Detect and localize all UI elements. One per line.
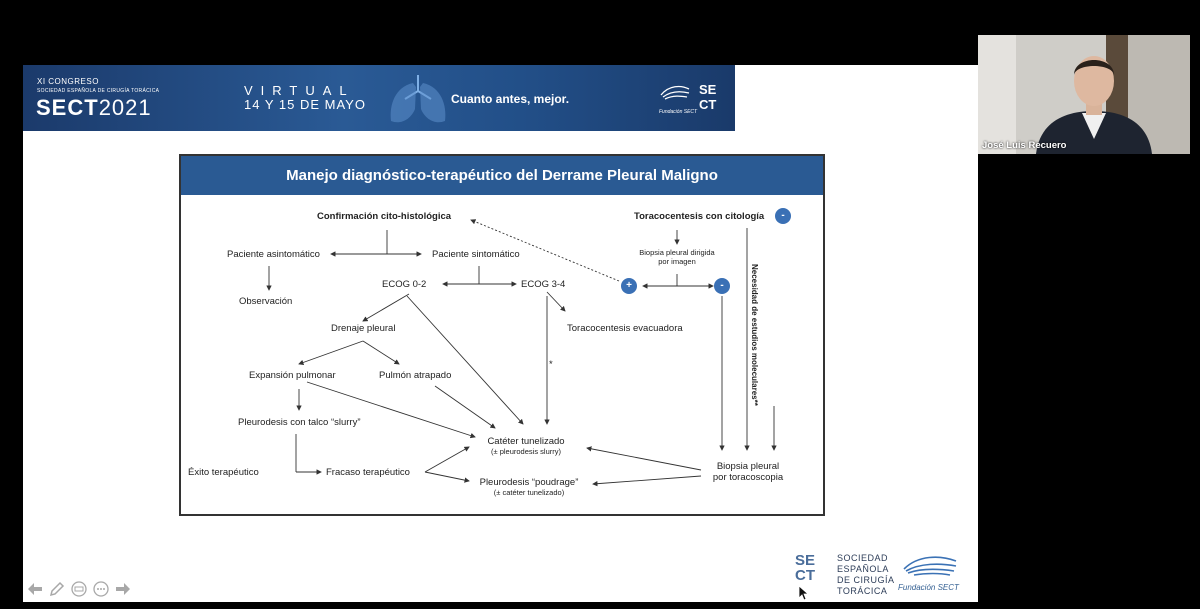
figure-title: Manejo diagnóstico-terapéutico del Derra…: [181, 156, 823, 195]
poudrage-line2: (± catéter tunelizado): [493, 488, 565, 497]
banner-sect: SECT: [36, 95, 99, 120]
sect-footer-logo: SE CT SOCIEDAD ESPAÑOLA DE CIRUGÍA TORÁC…: [795, 553, 975, 601]
node-ecog-3-4: ECOG 3-4: [521, 279, 566, 290]
footer-org-line2: ESPAÑOLA: [837, 564, 889, 574]
cateter-line2: (± pleurodesis slurry): [491, 447, 561, 456]
node-expansion: Expansión pulmonar: [249, 370, 336, 381]
footer-fundacion: Fundación SECT: [898, 583, 959, 592]
congress-banner: XI CONGRESO SOCIEDAD ESPAÑOLA DE CIRUGÍA…: [23, 65, 735, 131]
footer-org-line1: SOCIEDAD: [837, 553, 889, 563]
node-observacion: Observación: [239, 296, 293, 307]
footer-sect-mark: SE CT: [795, 553, 815, 583]
banner-fundacion: Fundación SECT: [659, 109, 698, 115]
biopsia-toracoscopia-line1: Biopsia pleural: [716, 461, 780, 472]
negative-circle-top: -: [775, 208, 791, 224]
more-icon[interactable]: [92, 580, 110, 598]
banner-logo-ct: CT: [699, 97, 717, 112]
footer-org-line4: TORÁCICA: [837, 586, 888, 596]
banner-society-line: SOCIEDAD ESPAÑOLA DE CIRUGÍA TORÁCICA: [37, 88, 160, 94]
negative-circle-mid: -: [714, 278, 730, 294]
flowchart-connectors: [266, 219, 777, 487]
banner-sect-year: SECT2021: [36, 95, 152, 121]
banner-logo-se: SE: [699, 82, 717, 97]
speaker-name: José Luis Recuero: [982, 140, 1067, 151]
node-asintomatico: Paciente asintomático: [227, 249, 320, 260]
positive-circle: +: [621, 278, 637, 294]
banner-congress-line: XI CONGRESO: [37, 77, 99, 86]
node-fracaso: Fracaso terapéutico: [326, 467, 410, 478]
subtitles-icon[interactable]: [70, 580, 88, 598]
biopsia-dirigida-line1: Biopsia pleural dirigida: [639, 248, 715, 257]
back-arrow-icon[interactable]: [26, 580, 44, 598]
banner-year: 2021: [98, 95, 152, 120]
node-cateter: Catéter tunelizado (± pleurodesis slurry…: [471, 436, 581, 456]
footer-mark-se: SE: [795, 552, 816, 569]
node-sintomatico: Paciente sintomático: [432, 249, 520, 260]
node-biopsia-dirigida: Biopsia pleural dirigida por imagen: [629, 248, 725, 266]
node-drenaje: Drenaje pleural: [331, 323, 396, 334]
footer-mark-ct: CT: [795, 567, 815, 584]
flowchart-figure: Manejo diagnóstico-terapéutico del Derra…: [179, 154, 825, 516]
asterisk-label: *: [549, 359, 553, 370]
node-exito: Éxito terapéutico: [188, 467, 259, 478]
lungs-icon: [390, 75, 446, 123]
footer-feather-icon: [903, 556, 957, 576]
speaker-webcam: José Luis Recuero: [978, 35, 1190, 154]
speaker-video: [978, 35, 1190, 154]
slide-toolbar: [26, 579, 132, 599]
node-toracocentesis-citologia: Toracocentesis con citología: [634, 211, 765, 222]
node-biopsia-toracoscopia: Biopsia pleural por toracoscopia: [698, 461, 798, 483]
banner-virtual: VIRTUAL: [244, 83, 355, 98]
cateter-line1: Catéter tunelizado: [487, 436, 565, 447]
banner-dates: 14 Y 15 DE MAYO: [244, 97, 366, 112]
biopsia-toracoscopia-line2: por toracoscopia: [712, 472, 784, 483]
presentation-slide: XI CONGRESO SOCIEDAD ESPAÑOLA DE CIRUGÍA…: [23, 65, 978, 602]
footer-org-line3: DE CIRUGÍA: [837, 575, 895, 585]
node-confirmacion: Confirmación cito-histológica: [317, 211, 452, 222]
mouse-cursor-icon: [798, 585, 810, 601]
forward-arrow-icon[interactable]: [114, 580, 132, 598]
footer-org-name: SOCIEDAD ESPAÑOLA DE CIRUGÍA TORÁCICA: [837, 553, 895, 597]
poudrage-line1: Pleurodesis “poudrage”: [479, 477, 579, 488]
node-pulmon-atrapado: Pulmón atrapado: [379, 370, 452, 381]
banner-slogan: Cuanto antes, mejor.: [451, 92, 570, 106]
node-poudrage: Pleurodesis “poudrage” (± catéter tuneli…: [469, 477, 589, 497]
biopsia-dirigida-line2: por imagen: [658, 257, 696, 266]
feather-icon: [660, 85, 690, 100]
pen-icon[interactable]: [48, 580, 66, 598]
moleculares-vertical-label: Necesidad de estudios moleculares**: [750, 264, 759, 406]
node-toracocentesis-evacuadora: Toracocentesis evacuadora: [567, 323, 683, 334]
node-pleurodesis-talco: Pleurodesis con talco “slurry”: [238, 417, 361, 428]
node-ecog-0-2: ECOG 0-2: [382, 279, 427, 290]
